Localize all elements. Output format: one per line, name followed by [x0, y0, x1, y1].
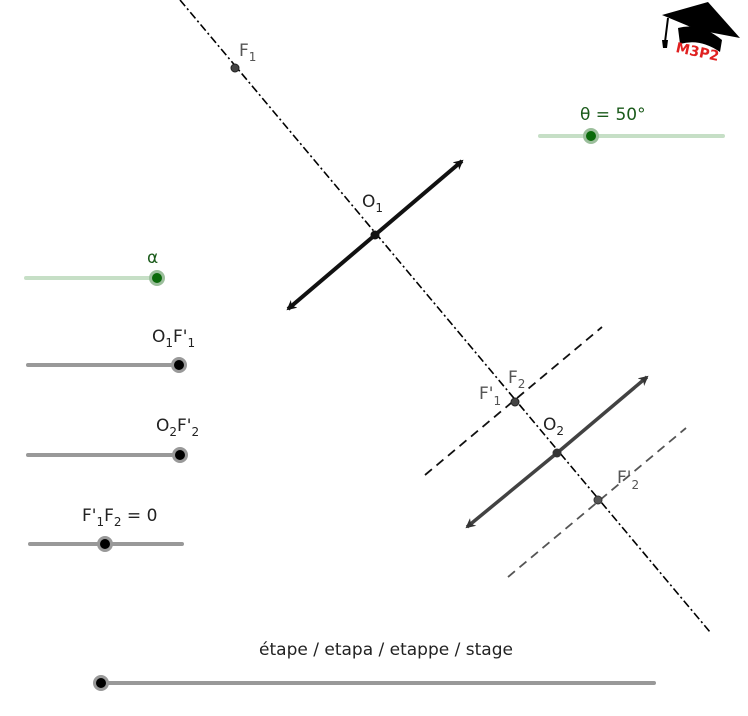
focal-plane-1	[424, 326, 603, 476]
o1f1-slider-knob[interactable]	[171, 357, 187, 373]
stage-label: étape / etapa / etappe / stage	[259, 640, 513, 660]
alpha-label: α	[147, 248, 158, 268]
m3p2-logo: M3P2	[662, 2, 740, 65]
f1f2-slider-knob[interactable]	[97, 536, 113, 552]
o2f2-slider[interactable]: O2F'2	[26, 416, 199, 463]
lens-2[interactable]	[465, 375, 649, 529]
label-o1: O1	[362, 192, 383, 215]
alpha-slider[interactable]: α	[24, 248, 165, 286]
theta-slider[interactable]: θ = 50°	[538, 105, 725, 144]
label-o2: O2	[543, 415, 564, 438]
optical-axis	[179, 0, 711, 633]
stage-slider-knob[interactable]	[93, 675, 109, 691]
o2f2-label: O2F'2	[156, 416, 199, 439]
label-f1: F1	[239, 41, 256, 64]
alpha-slider-knob[interactable]	[149, 270, 165, 286]
stage-slider[interactable]: étape / etapa / etappe / stage	[93, 640, 656, 691]
label-fp1: F'1	[479, 384, 501, 408]
point-f1[interactable]	[230, 63, 240, 73]
point-o2[interactable]	[552, 448, 562, 458]
f1f2-slider[interactable]: F'1F2 = 0	[28, 506, 184, 552]
o1f1-slider[interactable]: O1F'1	[26, 327, 195, 373]
f1f2-label: F'1F2 = 0	[82, 506, 157, 529]
theta-label: θ = 50°	[580, 105, 646, 125]
point-fp2[interactable]	[593, 495, 603, 505]
theta-slider-knob[interactable]	[583, 128, 599, 144]
point-o1[interactable]	[370, 230, 380, 240]
label-fp2: F'2	[617, 468, 639, 492]
o1f1-label: O1F'1	[152, 327, 195, 350]
label-f2: F2	[508, 368, 525, 391]
lens-1[interactable]	[286, 159, 464, 311]
focal-plane-2	[507, 427, 687, 578]
o2f2-slider-knob[interactable]	[172, 447, 188, 463]
point-f2[interactable]	[510, 397, 520, 407]
